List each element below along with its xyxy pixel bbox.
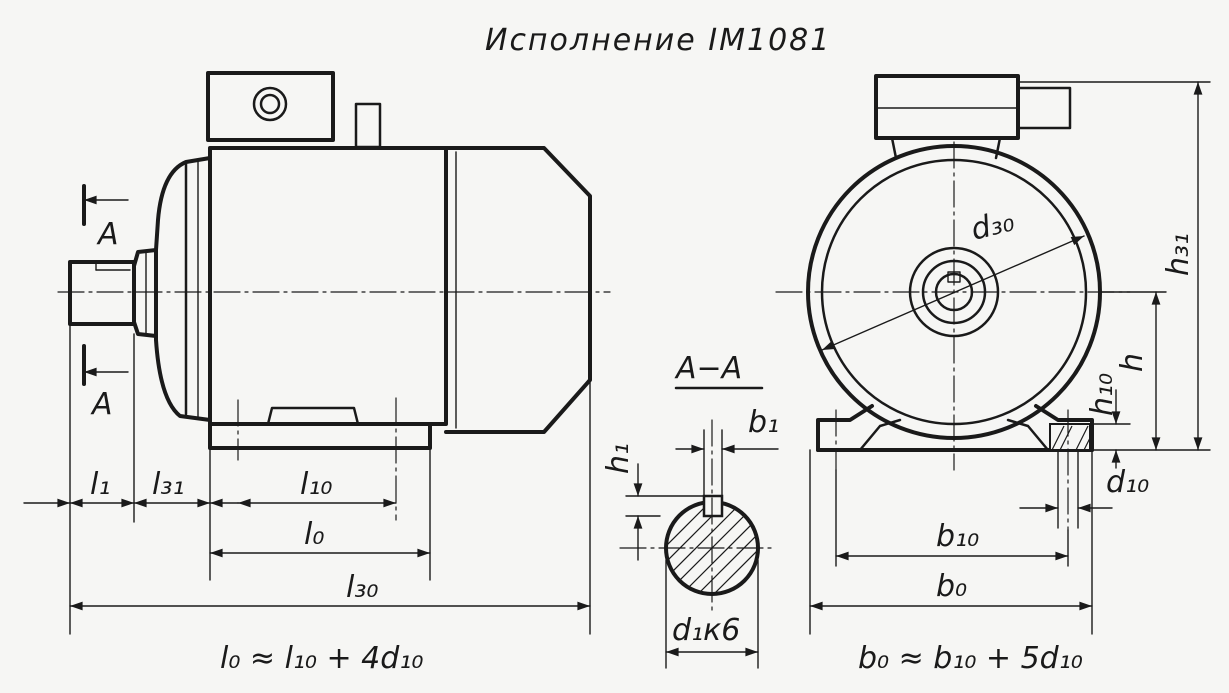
cable-gland-icon [252, 86, 288, 122]
dim-l1: l₁ [90, 467, 110, 502]
formula-width: b₀ ≈ b₁₀ + 5d₁₀ [858, 641, 1083, 676]
dim-l0: l₀ [304, 517, 324, 552]
terminal-box-front [874, 74, 1020, 140]
dim-l10: l₁₀ [300, 467, 332, 502]
dim-h: h [1115, 353, 1150, 372]
cut-label-bottom: A [90, 387, 113, 422]
section-view: A−A b₁ h₁ d₁к [601, 351, 779, 669]
fan-cover [444, 146, 592, 434]
drawing-title: Исполнение IM1081 [485, 23, 831, 58]
dim-d30: d₃₀ [967, 203, 1017, 247]
shaft-end [68, 260, 136, 326]
end-shield [154, 156, 212, 422]
dim-b10: b₁₀ [936, 519, 979, 554]
lifting-eye [354, 102, 382, 149]
dim-b0: b₀ [936, 569, 967, 604]
dim-l31: l₃₁ [152, 467, 184, 502]
front-view: d₃₀ h₃₁ h h₁₀ d₁₀ b₁₀ b₀ b₀ ≈ b₁₀ + 5d₁₀ [775, 74, 1211, 676]
dim-h31: h₃₁ [1161, 233, 1196, 276]
dim-h10: h₁₀ [1085, 373, 1120, 416]
key [702, 494, 724, 518]
side-view: A A l₁ l₃₁ l₁₀ l₀ l₃₀ l₀ ≈ l₁₀ + 4d₁₀ [23, 71, 611, 676]
section-title: A−A [674, 351, 742, 386]
cut-label-top: A [96, 217, 119, 252]
foot-left [816, 404, 874, 452]
dim-d10: d₁₀ [1106, 465, 1149, 500]
bearing-cap [132, 248, 158, 338]
formula-length: l₀ ≈ l₁₀ + 4d₁₀ [220, 641, 423, 676]
dim-b1: b₁ [748, 405, 779, 440]
feet [208, 422, 432, 450]
dim-h1: h₁ [601, 443, 636, 474]
foot-right [1034, 404, 1094, 452]
dim-l30: l₃₀ [346, 570, 378, 605]
terminal-box [206, 71, 335, 142]
motor-body [208, 146, 448, 426]
dim-d1k6: d₁к6 [672, 613, 740, 648]
